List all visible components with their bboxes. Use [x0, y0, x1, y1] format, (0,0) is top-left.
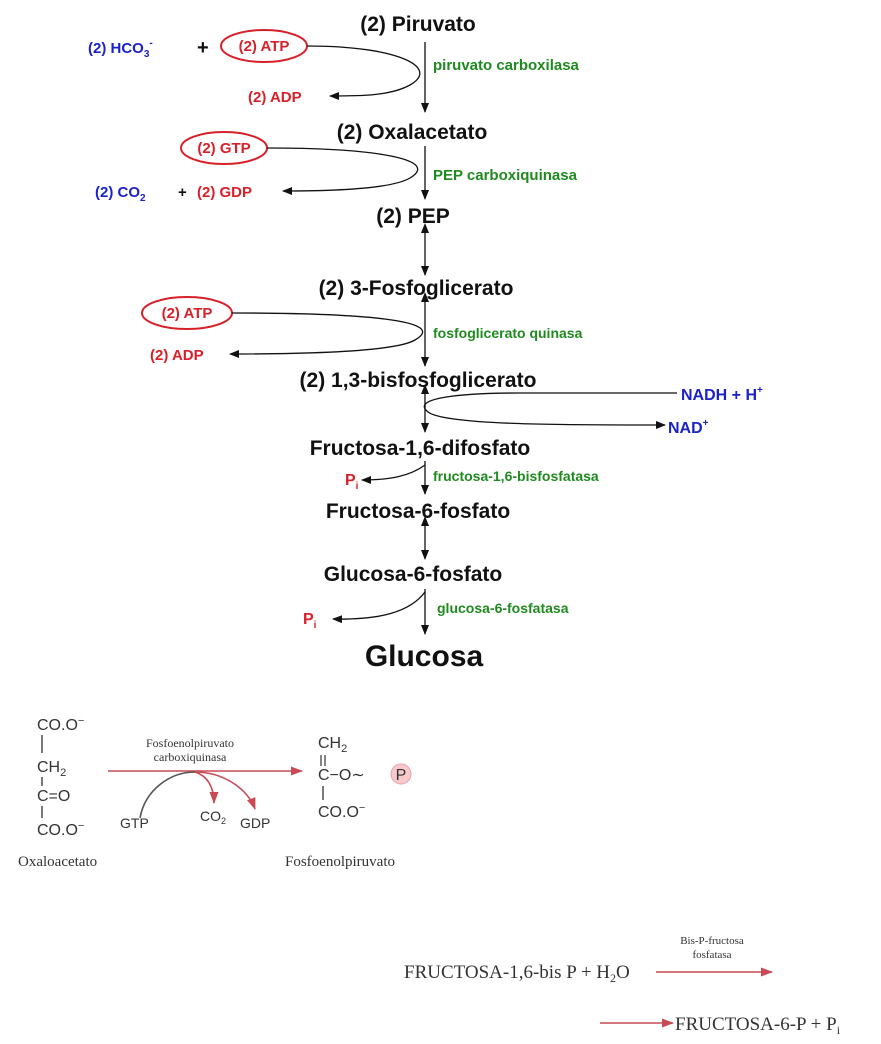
metabolite-glucosa-6-fosfato: Glucosa-6-fosfato — [324, 563, 503, 586]
arrow-pi-2 — [332, 591, 426, 624]
arrow-atp-adp-2 — [229, 312, 423, 358]
pep-structure: CH2 C−O∼ P CO.O− — [318, 735, 412, 821]
plus-sign-2: + — [178, 184, 187, 201]
enzyme-fosfoglicerato-quinasa: fosfoglicerato quinasa — [433, 325, 583, 341]
equation-enzyme-line-2: fosfatasa — [692, 949, 731, 961]
svg-text:C=O: C=O — [37, 788, 70, 805]
oxaloacetate-label: Oxaloacetato — [18, 854, 97, 870]
metabolite-oxalacetato: (2) Oxalacetato — [337, 121, 488, 144]
svg-text:CH2: CH2 — [318, 735, 347, 755]
oxaloacetate-structure: CO.O− CH2 C=O CO.O− — [37, 715, 84, 839]
metabolite-1-3-bisfosfoglicerato: (2) 1,3-bisfosfoglicerato — [300, 369, 537, 392]
arrow-gtp-gdp — [266, 147, 419, 195]
enzyme-pep-carboxiquinasa: PEP carboxiquinasa — [433, 167, 578, 184]
gtp-curve — [139, 771, 196, 819]
enzyme-label-line-1: Fosfoenolpiruvato — [146, 736, 234, 750]
metabolite-3-fosfoglicerato: (2) 3-Fosfoglicerato — [319, 277, 514, 300]
cofactor-nadh: NADH + H+ — [681, 385, 763, 404]
cofactor-adp-2: (2) ADP — [150, 347, 204, 364]
phosphate-icon: P — [396, 767, 407, 784]
enzyme-label-line-2: carboxiquinasa — [154, 750, 227, 764]
metabolite-glucosa: Glucosa — [365, 640, 484, 673]
cofactor-pi-1: Pi — [345, 472, 359, 492]
metabolite-piruvato: (2) Piruvato — [360, 13, 476, 36]
cofactor-co2: (2) CO2 — [95, 184, 146, 204]
gdp-label: GDP — [240, 815, 270, 831]
equation-enzyme-line-1: Bis-P-fructosa — [680, 935, 744, 947]
cofactor-adp-1: (2) ADP — [248, 89, 302, 106]
co2-label: CO2 — [200, 808, 226, 826]
enzyme-glucosa-6-fosfatasa: glucosa-6-fosfatasa — [437, 600, 569, 616]
equation-left: FRUCTOSA-1,6-bis P + H2O — [404, 962, 630, 985]
arrow-atp-adp-1 — [306, 45, 421, 100]
pep-label: Fosfoenolpiruvato — [285, 854, 395, 870]
cofactor-pi-2: Pi — [303, 611, 317, 631]
svg-text:C−O∼: C−O∼ — [318, 767, 365, 784]
plus-sign: + — [197, 37, 209, 59]
enzyme-fructosa-bisfosfatasa: fructosa-1,6-bisfosfatasa — [433, 468, 599, 484]
enzyme-piruvato-carboxilasa: piruvato carboxilasa — [433, 57, 580, 74]
arrow-nadh-nad — [423, 392, 677, 429]
cofactor-gdp: (2) GDP — [197, 184, 252, 201]
arrow-pi-1 — [361, 464, 426, 484]
svg-text:CO.O−: CO.O− — [37, 820, 84, 839]
gdp-arrow — [194, 771, 256, 810]
gtp-label: GTP — [120, 815, 149, 831]
metabolite-fructosa-1-6-difosfato: Fructosa-1,6-difosfato — [310, 437, 531, 460]
cofactor-nad: NAD+ — [668, 418, 709, 437]
cofactor-atp-2: (2) ATP — [162, 305, 213, 322]
metabolite-pep: (2) PEP — [376, 205, 450, 228]
svg-text:CO.O−: CO.O− — [37, 715, 84, 734]
cofactor-gtp: (2) GTP — [197, 140, 250, 157]
cofactor-atp-1: (2) ATP — [239, 38, 290, 55]
cofactor-hco3: (2) HCO3- — [88, 38, 153, 60]
svg-text:CH2: CH2 — [37, 759, 66, 779]
metabolite-fructosa-6-fosfato: Fructosa-6-fosfato — [326, 500, 510, 523]
svg-text:CO.O−: CO.O− — [318, 802, 365, 821]
co2-arrow — [194, 771, 219, 804]
equation-right: FRUCTOSA-6-P + Pi — [675, 1014, 841, 1037]
